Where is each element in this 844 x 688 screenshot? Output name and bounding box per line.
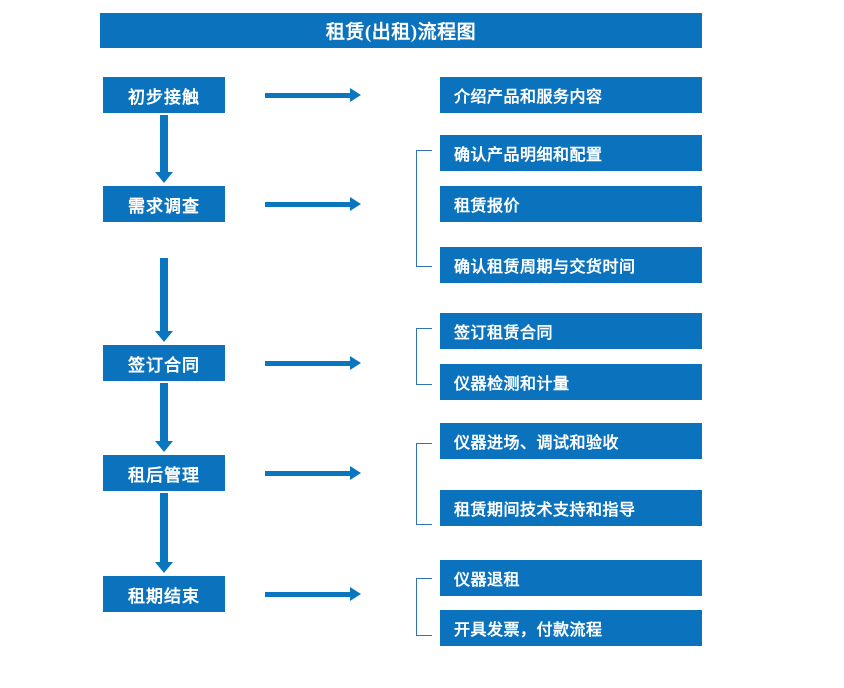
detail-box-instrument-entry-commissioning[interactable]: 仪器进场、调试和验收 — [440, 423, 702, 459]
detail-box-confirm-period-delivery[interactable]: 确认租赁周期与交货时间 — [440, 247, 702, 283]
detail-box-technical-support[interactable]: 租赁期间技术支持和指导 — [440, 490, 702, 526]
stage-box-needs-survey[interactable]: 需求调查 — [103, 186, 225, 222]
vertical-arrow-icon-3 — [155, 383, 173, 452]
detail-box-confirm-product-spec[interactable]: 确认产品明细和配置 — [440, 135, 702, 171]
vertical-arrow-icon-2 — [155, 258, 173, 342]
stage-box-sign-contract[interactable]: 签订合同 — [103, 345, 225, 381]
horizontal-arrow-icon-3 — [265, 356, 361, 370]
stage-box-initial-contact[interactable]: 初步接触 — [103, 77, 225, 113]
detail-box-invoice-payment[interactable]: 开具发票，付款流程 — [440, 610, 702, 646]
horizontal-arrow-icon-2 — [265, 197, 361, 211]
detail-box-introduce-products[interactable]: 介绍产品和服务内容 — [440, 77, 702, 113]
detail-box-instrument-inspection[interactable]: 仪器检测和计量 — [440, 364, 702, 400]
detail-box-sign-rental-contract[interactable]: 签订租赁合同 — [440, 313, 702, 349]
vertical-arrow-icon-1 — [155, 115, 173, 183]
vertical-arrow-icon-4 — [155, 493, 173, 573]
group-bracket-needs-survey — [416, 150, 432, 267]
horizontal-arrow-icon-1 — [265, 88, 361, 102]
detail-box-rental-quotation[interactable]: 租赁报价 — [440, 186, 702, 222]
group-bracket-lease-end — [416, 578, 432, 636]
group-bracket-post-rental — [416, 443, 432, 525]
horizontal-arrow-icon-5 — [265, 587, 361, 601]
detail-box-instrument-return[interactable]: 仪器退租 — [440, 560, 702, 596]
stage-box-lease-end[interactable]: 租期结束 — [103, 576, 225, 612]
group-bracket-sign-contract — [416, 328, 432, 385]
stage-box-post-rental-management[interactable]: 租后管理 — [103, 455, 225, 491]
horizontal-arrow-icon-4 — [265, 466, 361, 480]
page-title: 租赁(出租)流程图 — [100, 13, 702, 48]
